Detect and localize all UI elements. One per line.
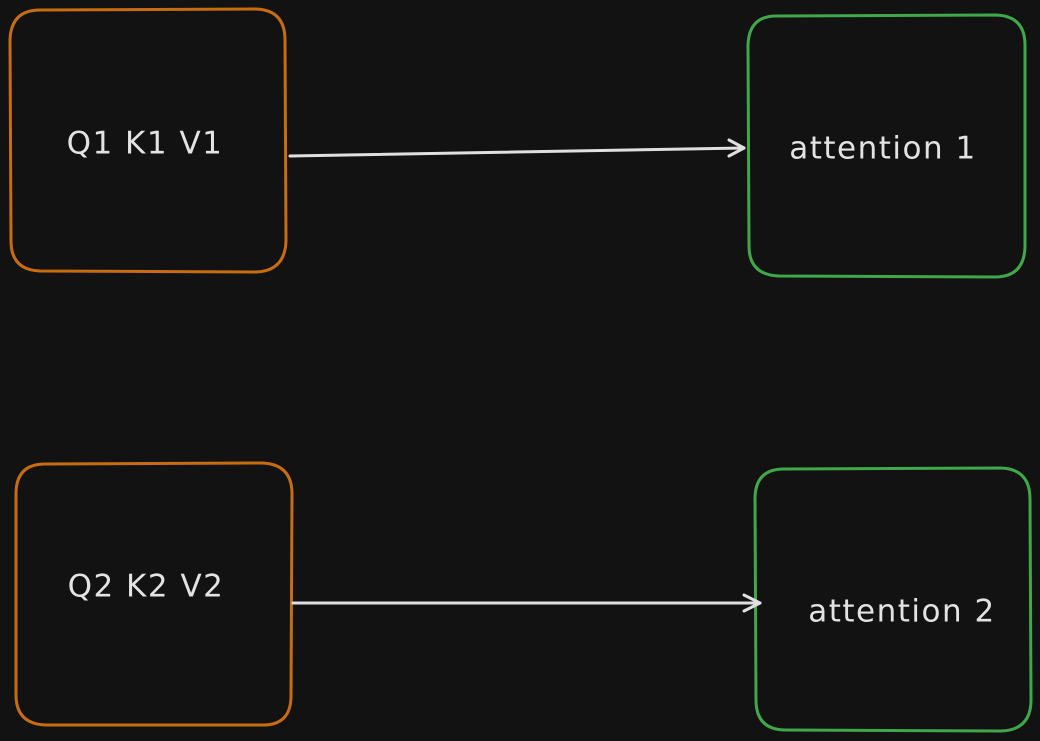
node-attn2-box: [753, 466, 1033, 733]
node-attn1: attention 1: [746, 13, 1027, 279]
node-attn2: attention 2: [753, 466, 1033, 733]
node-qkv1: Q1 K1 V1: [8, 7, 288, 274]
node-qkv2: Q2 K2 V2: [14, 461, 294, 727]
edge-qkv1-to-attn1: [288, 138, 746, 158]
node-qkv2-label: Q2 K2 V2: [68, 569, 225, 605]
node-attn1-label: attention 1: [789, 131, 976, 167]
node-qkv1-label: Q1 K1 V1: [67, 126, 224, 162]
edge-qkv2-to-attn2-arrowhead: [742, 593, 762, 613]
edge-qkv1-to-attn1-line: [288, 146, 746, 158]
edge-qkv2-to-attn2: [291, 593, 762, 613]
node-attn1-box: [746, 13, 1027, 279]
node-attn2-label: attention 2: [808, 594, 995, 630]
node-qkv2-box: [14, 461, 294, 727]
node-qkv1-box: [8, 7, 288, 274]
edge-qkv1-to-attn1-arrowhead: [727, 138, 746, 158]
